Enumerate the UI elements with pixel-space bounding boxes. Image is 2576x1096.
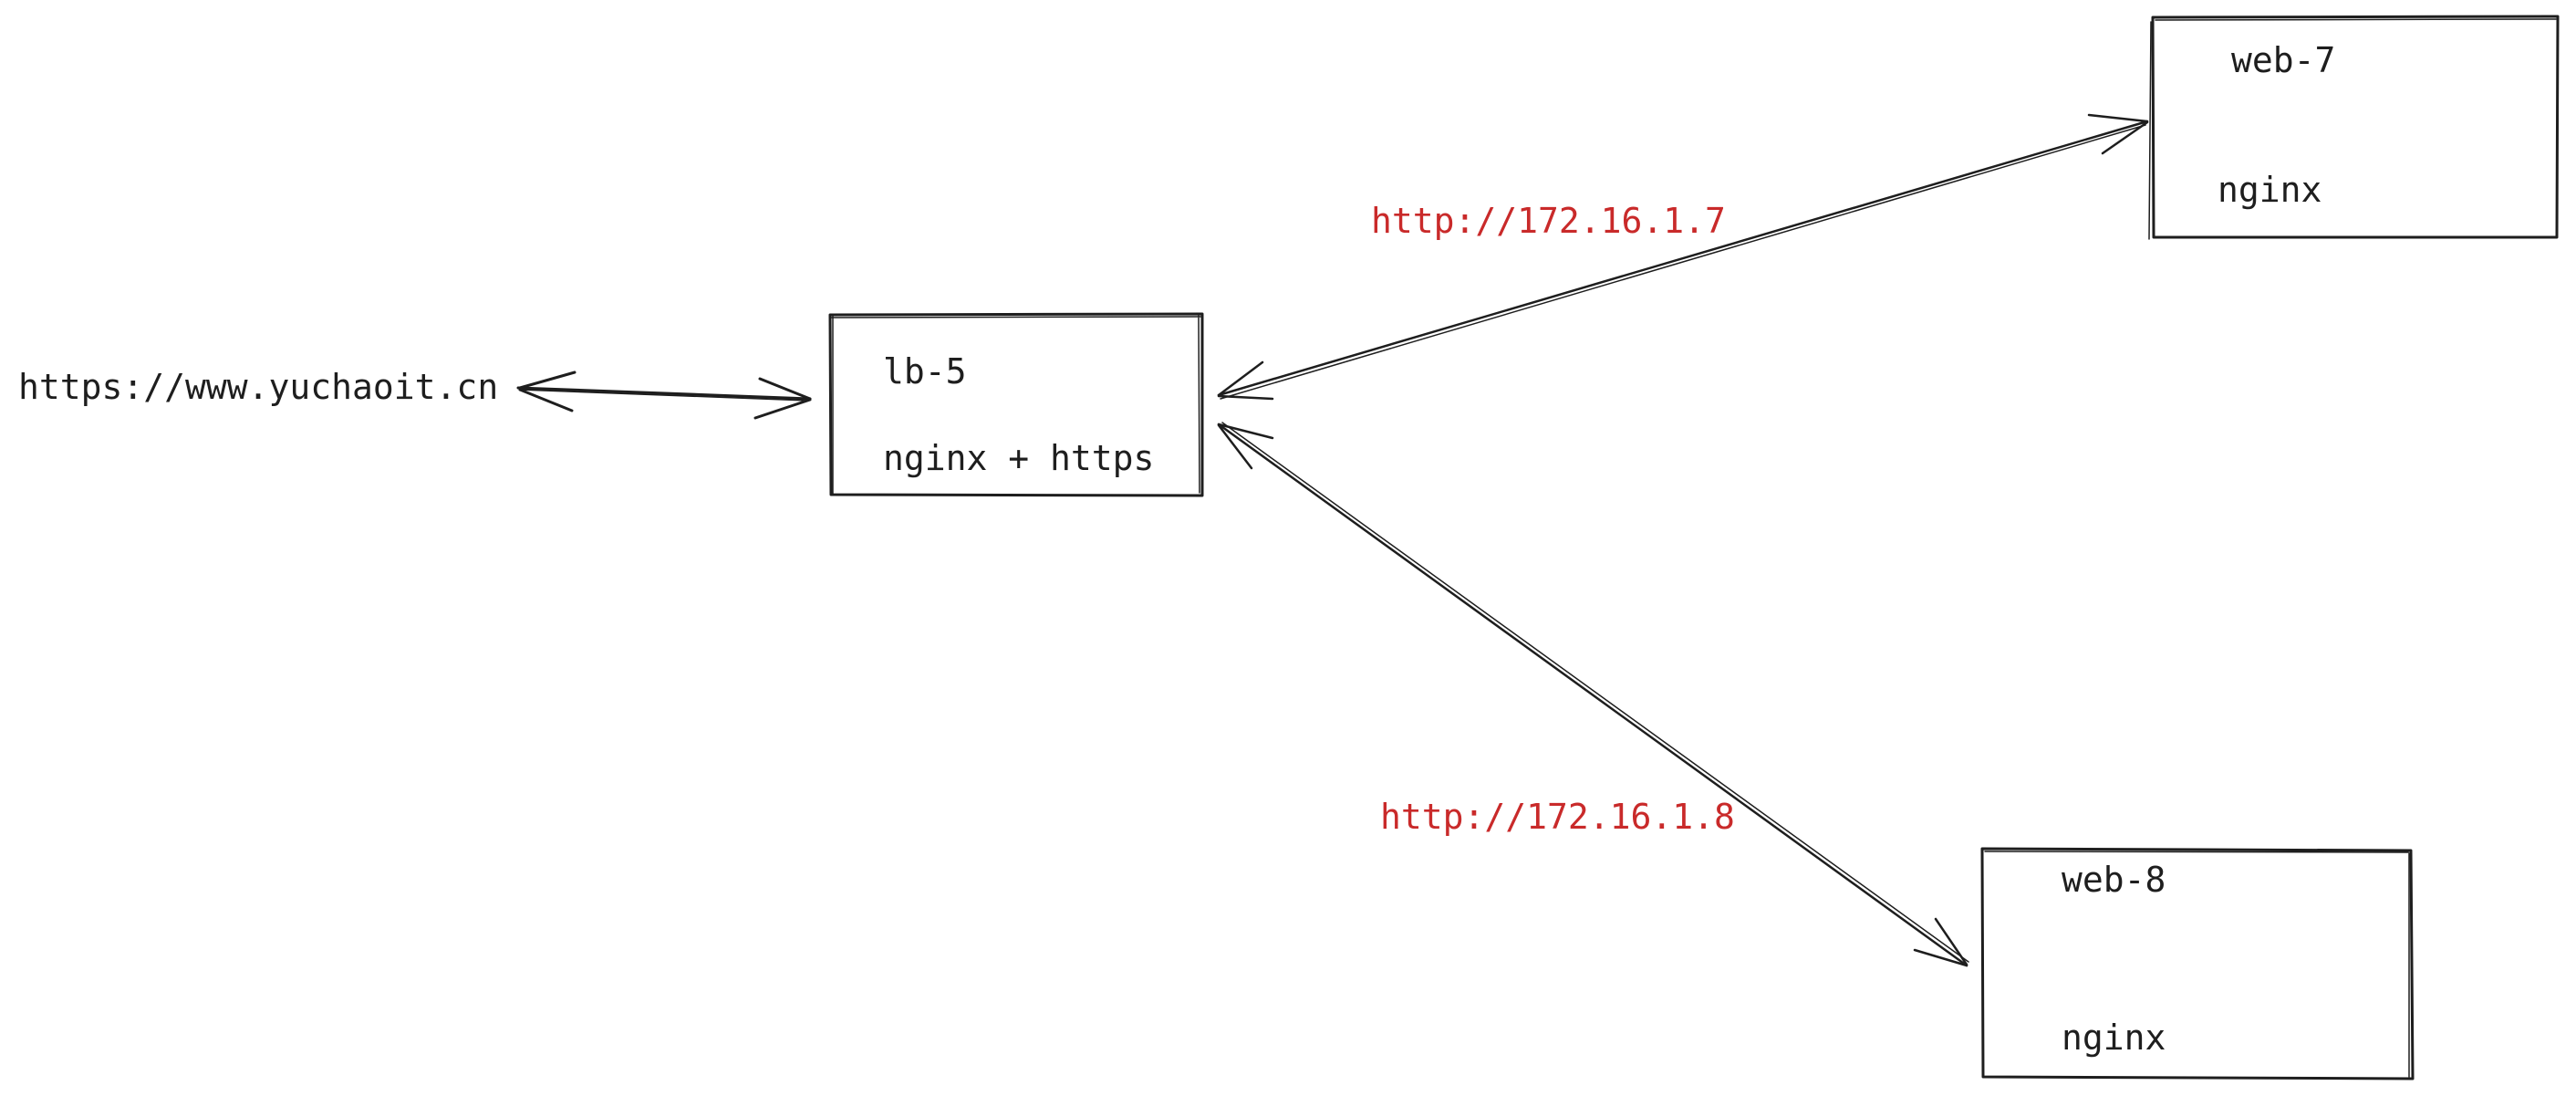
web-8-box-outline — [1980, 847, 2415, 1080]
client-url-label: https://www.yuchaoit.cn — [18, 367, 499, 407]
node-web-8-subtitle: nginx — [2062, 1018, 2166, 1058]
node-lb-5-subtitle: nginx + https — [883, 438, 1155, 478]
arrow-lb5-web7 — [1217, 113, 2149, 401]
arrow-lb5-web8 — [1217, 422, 1969, 967]
node-web-8-title: web-8 — [2062, 860, 2166, 900]
web-7-box-outline — [2148, 15, 2560, 240]
edge-label-web-7: http://172.16.1.7 — [1371, 201, 1726, 241]
node-web-8[interactable]: web-8 nginx — [1982, 849, 2413, 1079]
node-web-7[interactable]: web-7 nginx — [2153, 16, 2558, 237]
arrow-client-lb5 — [516, 371, 812, 420]
edge-label-web-8: http://172.16.1.8 — [1380, 797, 1735, 837]
node-lb-5-title: lb-5 — [883, 351, 967, 391]
node-web-7-title: web-7 — [2231, 40, 2336, 80]
node-lb-5[interactable]: lb-5 nginx + https — [830, 315, 1202, 496]
lb-5-box-outline — [828, 312, 1204, 497]
node-web-7-subtitle: nginx — [2218, 170, 2322, 210]
